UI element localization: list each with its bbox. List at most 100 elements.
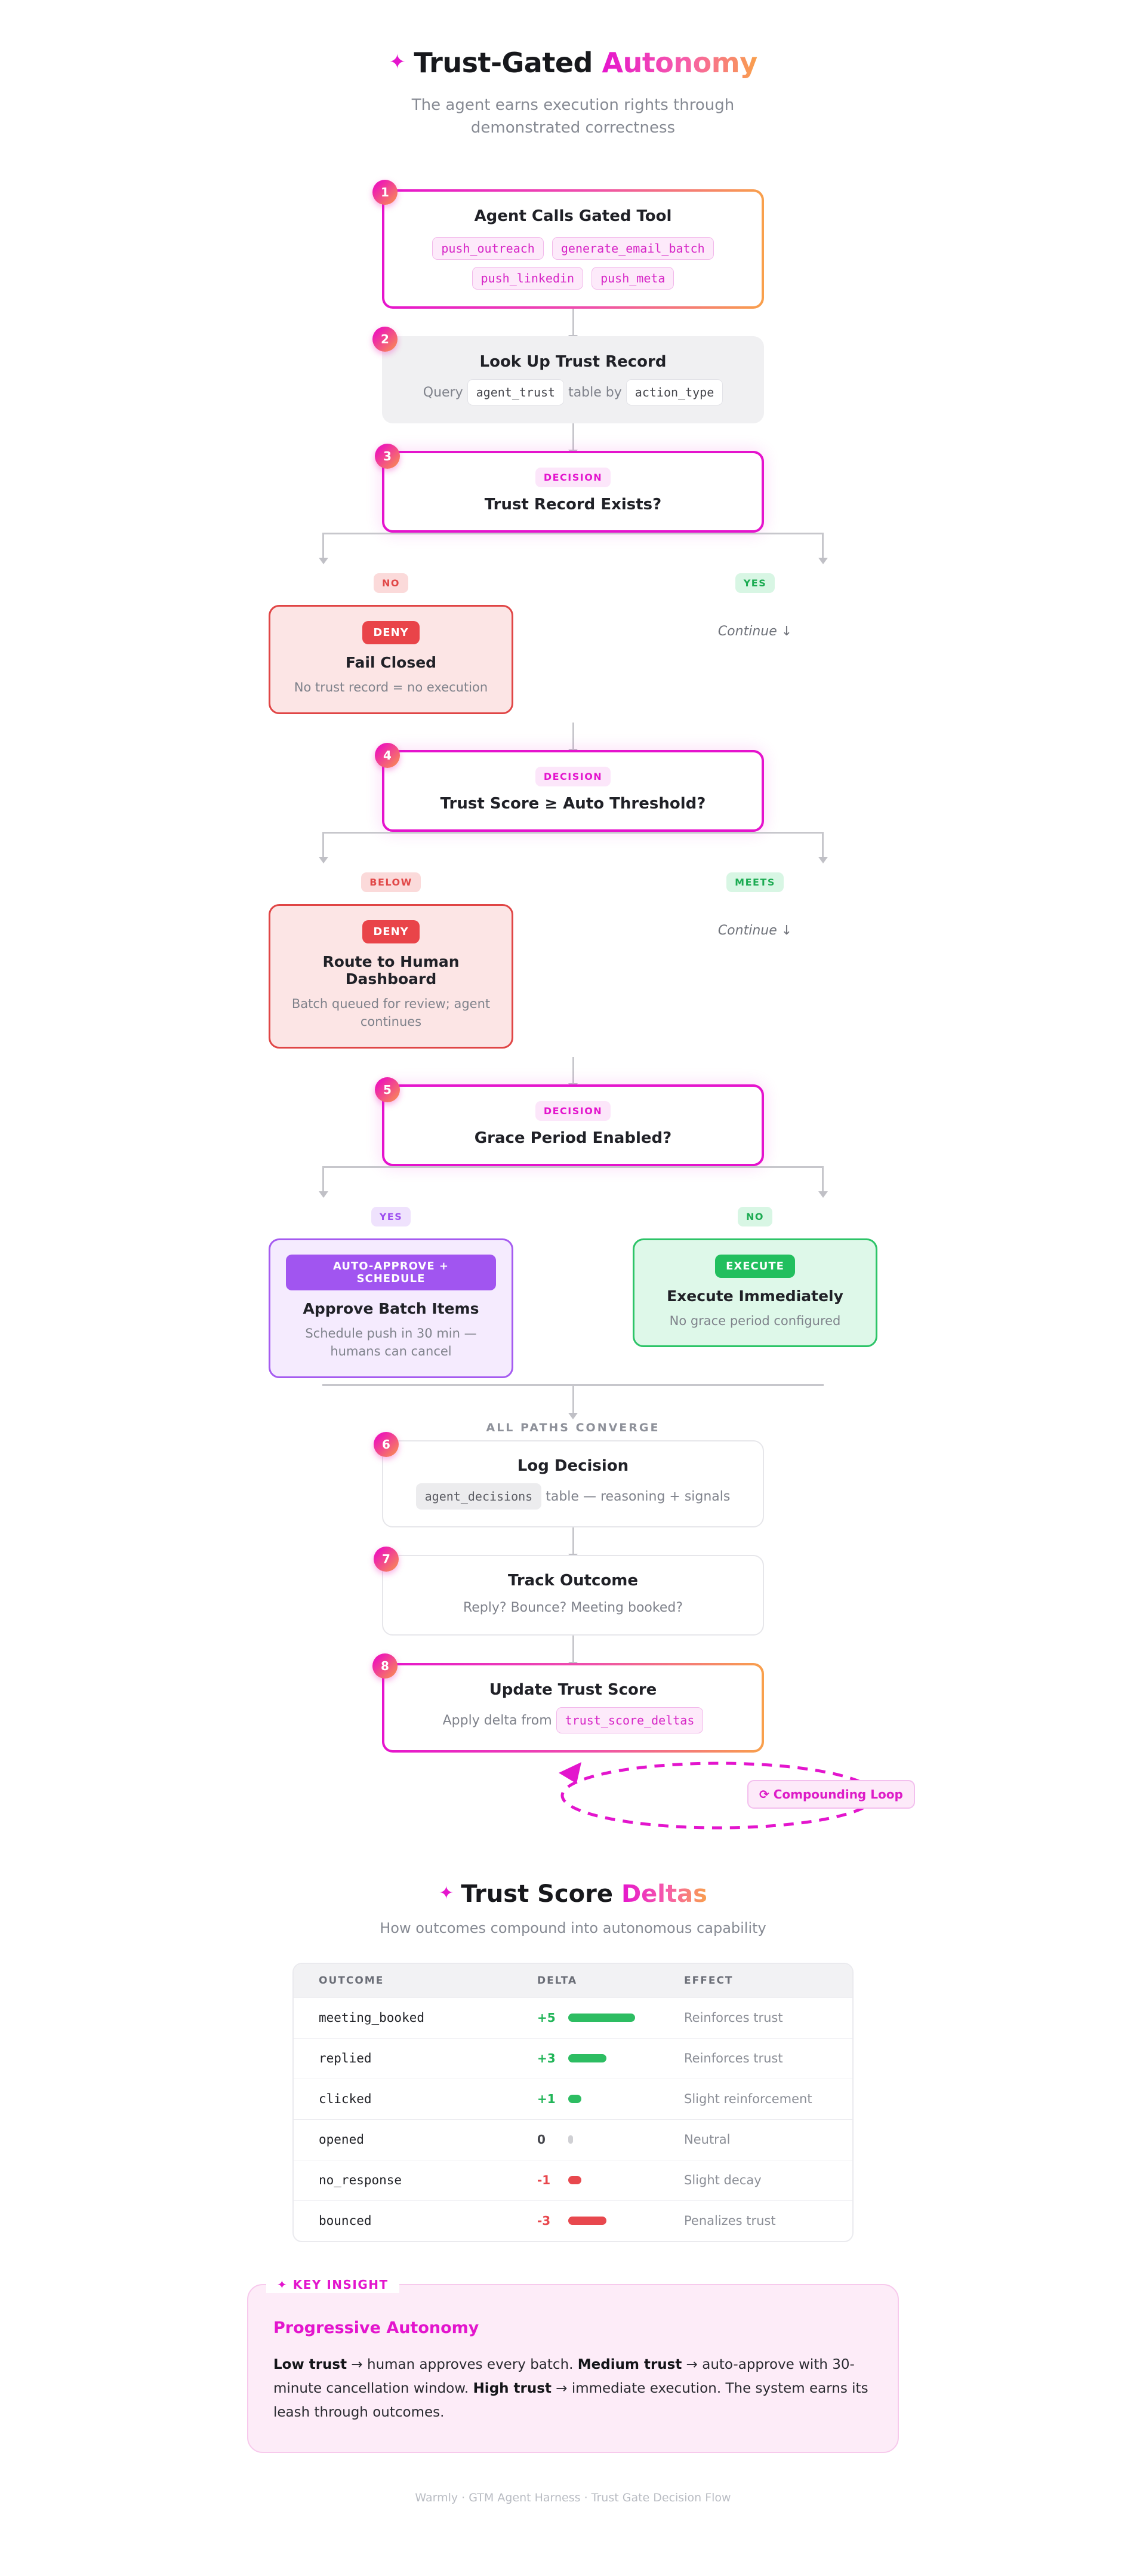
node2-title: Look Up Trust Record (479, 353, 667, 371)
deltas-title-accent: Deltas (621, 1880, 707, 1908)
compounding-loop: ⟳ Compounding Loop (382, 1754, 915, 1842)
step-badge-6: 6 (374, 1431, 399, 1457)
effect-cell: Neutral (684, 2132, 731, 2147)
converge-connector (209, 1384, 937, 1418)
delta-value: 0 (537, 2132, 546, 2147)
deltas-table: OUTCOME DELTA EFFECT meeting_booked +5 R… (292, 1962, 854, 2242)
agent-decisions-code-chip: agent_decisions (415, 1483, 542, 1510)
node-look-up-trust-record: 2 Look Up Trust Record Query agent_trust… (372, 327, 764, 424)
page-title-accent: Autonomy (602, 47, 757, 79)
tool-pill: push_outreach (432, 237, 544, 260)
delta-bar (568, 2095, 581, 2104)
key-insight-box: ✦ KEY INSIGHT Progressive Autonomy Low t… (247, 2276, 899, 2454)
step-badge-5: 5 (375, 1077, 400, 1102)
node6-desc: agent_decisions table — reasoning + sign… (400, 1483, 746, 1510)
decision-chip: DECISION (535, 1101, 611, 1121)
decision-chip: DECISION (535, 766, 611, 786)
delta-cell: -3 (537, 2214, 684, 2228)
node5-title: Grace Period Enabled? (474, 1129, 672, 1147)
branch2-below-chip: BELOW (361, 872, 421, 892)
node2-desc: Query agent_trust table by action_type (399, 379, 747, 406)
delta-bar (568, 2054, 606, 2063)
insight-text-segment: High trust (473, 2380, 552, 2396)
node-log-decision: 6 Log Decision agent_decisions table — r… (374, 1431, 764, 1527)
branch2-meets-column: MEETS Continue ↓ (573, 870, 937, 1049)
table-header-row: OUTCOME DELTA EFFECT (294, 1963, 852, 1997)
delta-value: +3 (537, 2051, 556, 2066)
connector-arrow (572, 423, 574, 451)
tool-pill: push_linkedin (472, 267, 584, 290)
step-badge-3: 3 (375, 444, 400, 469)
outcome-cell: meeting_booked (319, 2011, 425, 2025)
table-row: meeting_booked +5 Reinforces trust (294, 1997, 852, 2038)
delta-value: +5 (537, 2011, 556, 2025)
deny-badge: DENY (362, 621, 420, 645)
col-header-delta: DELTA (537, 1974, 578, 1987)
node3-title: Trust Record Exists? (484, 496, 662, 514)
route-to-human-box: DENY Route to Human Dashboard Batch queu… (269, 903, 513, 1049)
node-grace-period: 5 DECISION Grace Period Enabled? (375, 1077, 764, 1166)
branch-connector (209, 831, 937, 868)
auto-approve-badge: AUTO-APPROVE + SCHEDULE (286, 1254, 496, 1290)
insight-text-segment: Medium trust (577, 2356, 682, 2372)
insight-text-segment: → human approves every batch. (347, 2356, 578, 2372)
execute-badge: EXECUTE (715, 1254, 795, 1278)
page-title-dark: Trust-Gated (414, 47, 593, 79)
branch2-below-column: BELOW DENY Route to Human Dashboard Batc… (209, 870, 573, 1049)
page-footer: Warmly · GTM Agent Harness · Trust Gate … (415, 2491, 731, 2505)
step-badge-4: 4 (375, 742, 400, 768)
node7-desc: Reply? Bounce? Meeting booked? (463, 1600, 683, 1615)
all-paths-converge-label: ALL PATHS CONVERGE (486, 1421, 660, 1434)
outcome-cell: bounced (319, 2214, 372, 2228)
effect-cell: Reinforces trust (684, 2051, 783, 2066)
decision-chip: DECISION (535, 468, 611, 488)
continue-label: Continue ↓ (717, 624, 793, 640)
node4-title: Trust Score ≥ Auto Threshold? (440, 794, 706, 813)
delta-value: -3 (537, 2214, 551, 2228)
loop-label: Compounding Loop (773, 1787, 903, 1802)
node-trust-record-exists: 3 DECISION Trust Record Exists? (375, 444, 764, 533)
effect-cell: Slight reinforcement (684, 2092, 812, 2107)
fail-closed-desc: No trust record = no execution (294, 680, 488, 695)
fail-closed-title: Fail Closed (345, 654, 437, 672)
node-update-trust-score: 8 Update Trust Score Apply delta from tr… (372, 1653, 764, 1753)
step-badge-2: 2 (372, 327, 398, 352)
effect-cell: Slight decay (684, 2173, 762, 2188)
branch-connector (209, 533, 937, 568)
deltas-title-dark: Trust Score (461, 1880, 614, 1908)
table-row: replied +3 Reinforces trust (294, 2037, 852, 2079)
loop-icon: ⟳ (759, 1787, 769, 1802)
action-type-code-chip: action_type (626, 379, 723, 406)
delta-cell: +5 (537, 2011, 684, 2025)
agent-trust-code-chip: agent_trust (467, 379, 565, 406)
branch-trust-record: NO DENY Fail Closed No trust record = no… (209, 571, 937, 714)
outcome-cell: opened (319, 2132, 364, 2147)
connector-arrow (572, 1527, 574, 1555)
branch3-yes-column: YES AUTO-APPROVE + SCHEDULE Approve Batc… (209, 1204, 573, 1378)
node8-desc: Apply delta from trust_score_deltas (401, 1707, 745, 1733)
tool-pill: push_meta (592, 267, 674, 290)
step-badge-1: 1 (372, 180, 398, 205)
branch1-no-chip: NO (374, 573, 408, 594)
step-badge-8: 8 (372, 1653, 398, 1679)
branch1-yes-chip: YES (735, 573, 775, 594)
approve-batch-title: Approve Batch Items (303, 1299, 479, 1317)
col-header-effect: EFFECT (684, 1974, 734, 1987)
delta-value: +1 (537, 2092, 556, 2107)
node6-title: Log Decision (517, 1456, 629, 1475)
table-body: meeting_booked +5 Reinforces trust repli… (294, 1997, 852, 2241)
delta-bar (568, 2176, 581, 2185)
outcome-cell: clicked (319, 2092, 372, 2107)
page-title: ✦Trust-Gated Autonomy (0, 47, 1146, 79)
branch1-no-column: NO DENY Fail Closed No trust record = no… (209, 571, 573, 714)
node8-desc-prefix: Apply delta from (442, 1713, 552, 1728)
outcome-cell: replied (319, 2051, 372, 2066)
branch2-meets-chip: MEETS (726, 872, 784, 892)
deltas-subtitle: How outcomes compound into autonomous ca… (380, 1919, 766, 1936)
step-badge-7: 7 (374, 1546, 399, 1572)
table-row: bounced -3 Penalizes trust (294, 2200, 852, 2241)
route-to-human-desc: Batch queued for review; agent continues (291, 996, 491, 1029)
approve-batch-desc: Schedule push in 30 min — humans can can… (305, 1326, 477, 1359)
